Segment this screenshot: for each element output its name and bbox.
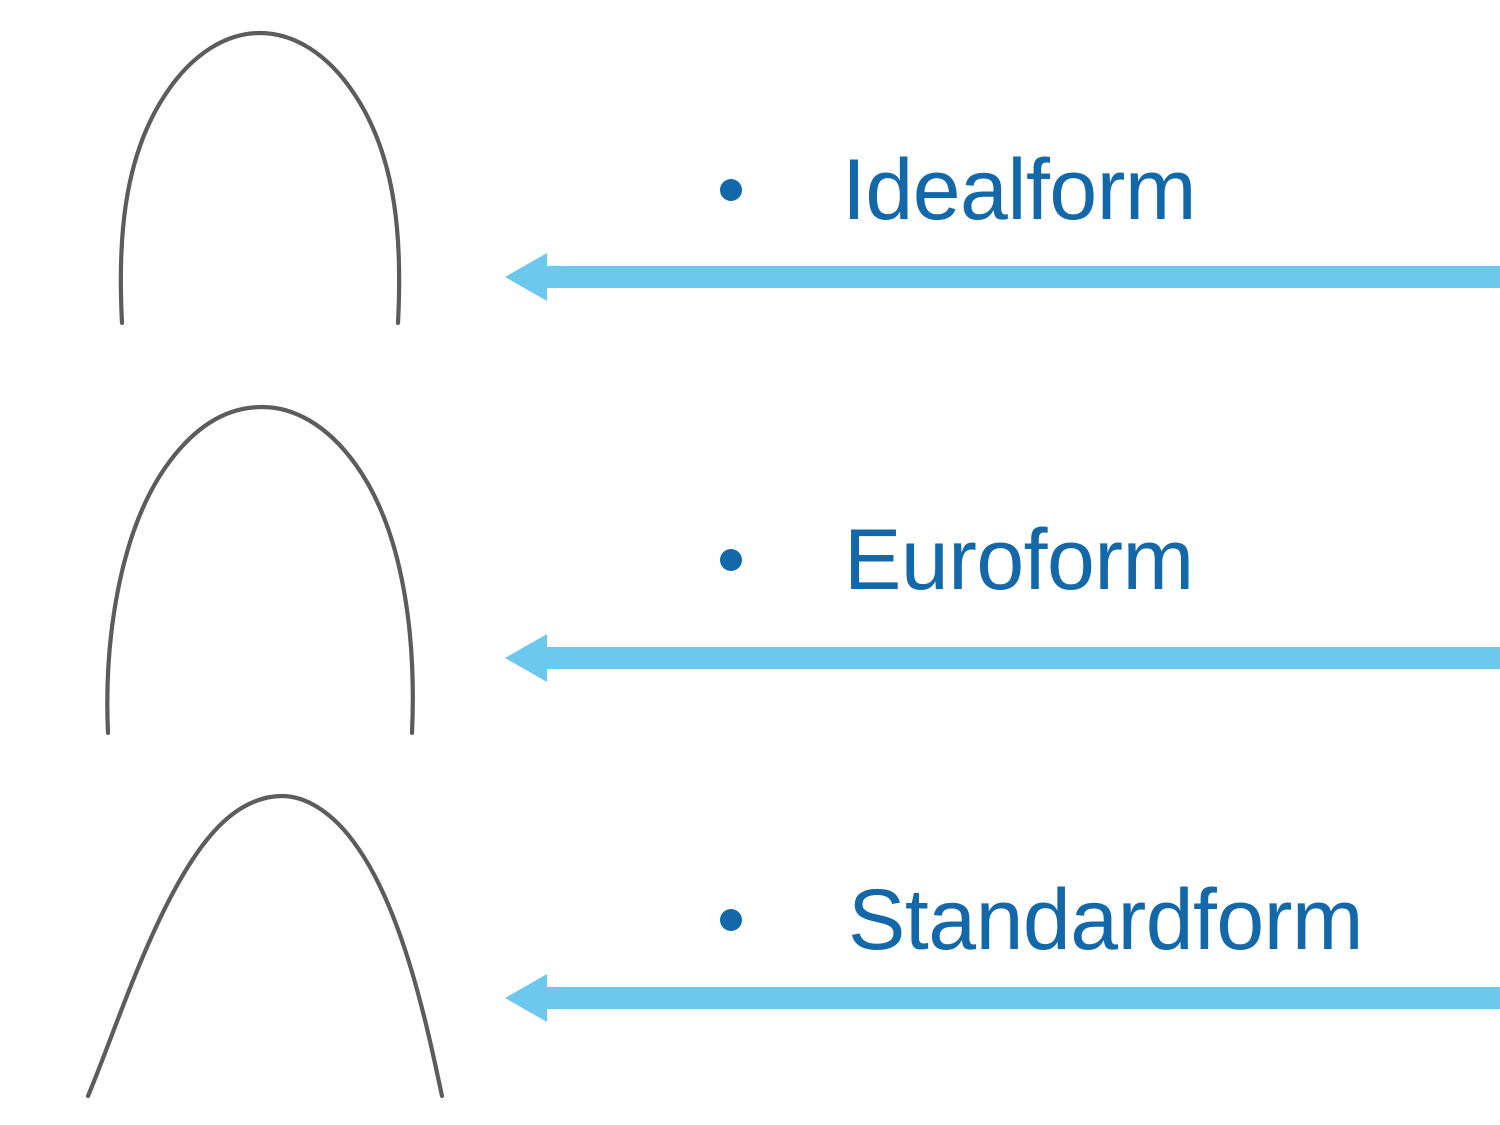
archform-label-idealform: Idealform bbox=[842, 142, 1197, 238]
list-item: Euroform bbox=[720, 505, 1194, 615]
archwire-ovoid-icon bbox=[60, 395, 480, 745]
bullet-icon bbox=[720, 179, 742, 201]
bullet-icon bbox=[720, 549, 742, 571]
archwire-tall-narrow-icon bbox=[60, 10, 480, 345]
left-arrow-icon bbox=[505, 628, 1500, 688]
archwire-tapered-wide-icon bbox=[60, 780, 480, 1110]
left-arrow-icon bbox=[505, 247, 1500, 307]
archform-label-euroform: Euroform bbox=[844, 512, 1194, 608]
list-item: Standardform bbox=[720, 865, 1364, 975]
left-arrow-icon bbox=[505, 968, 1500, 1028]
archform-label-standardform: Standardform bbox=[848, 872, 1364, 968]
bullet-icon bbox=[720, 909, 742, 931]
list-item: Idealform bbox=[720, 135, 1197, 245]
